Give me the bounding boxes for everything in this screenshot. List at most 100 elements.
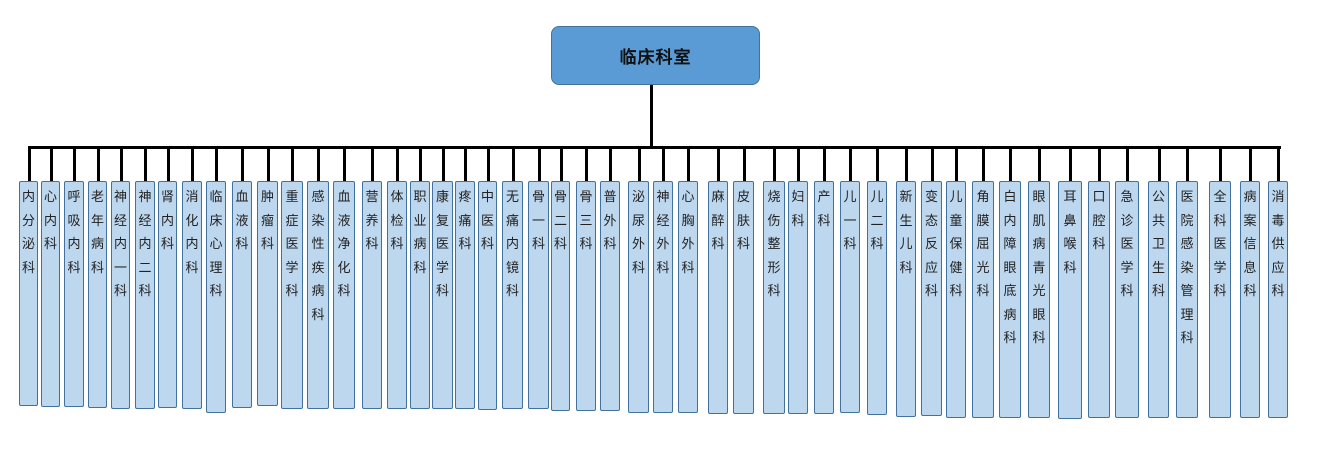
- connector-line: [743, 146, 746, 181]
- connector-line: [419, 146, 422, 181]
- department-label: 变态反应科: [924, 190, 938, 299]
- department-label: 耳鼻喉科: [1063, 190, 1077, 276]
- department-node[interactable]: 重症医学科: [281, 181, 303, 409]
- department-label: 麻醉科: [711, 190, 725, 252]
- connector-line: [797, 146, 800, 181]
- department-label: 儿一科: [843, 190, 857, 252]
- department-node[interactable]: 新生儿科: [896, 181, 916, 417]
- department-node[interactable]: 无痛内镜科: [502, 181, 523, 409]
- connector-line: [97, 146, 100, 181]
- department-label: 烧伤整形科: [767, 190, 781, 299]
- connector-line: [28, 146, 31, 181]
- department-node[interactable]: 体检科: [387, 181, 407, 409]
- connector-line: [464, 146, 467, 181]
- department-label: 肿瘤科: [260, 190, 274, 252]
- department-node[interactable]: 骨三科: [576, 181, 596, 411]
- department-node[interactable]: 眼肌病青光眼科: [1028, 181, 1050, 418]
- department-node[interactable]: 变态反应科: [921, 181, 942, 416]
- department-node[interactable]: 营养科: [362, 181, 382, 409]
- department-label: 医院感染管理科: [1180, 190, 1194, 346]
- connector-line: [120, 146, 123, 181]
- department-label: 呼吸内科: [67, 190, 81, 276]
- department-node[interactable]: 全科医学科: [1209, 181, 1231, 418]
- department-node[interactable]: 白内障眼底病科: [999, 181, 1021, 418]
- department-node[interactable]: 儿童保健科: [946, 181, 966, 418]
- department-label: 白内障眼底病科: [1003, 190, 1017, 346]
- department-node[interactable]: 神经内二科: [135, 181, 155, 409]
- department-label: 感染性疾病科: [311, 190, 325, 323]
- connector-line: [538, 146, 541, 181]
- department-label: 骨一科: [531, 190, 545, 252]
- department-node[interactable]: 神经外科: [653, 181, 673, 413]
- department-node[interactable]: 消化内科: [182, 181, 202, 409]
- department-node[interactable]: 感染性疾病科: [307, 181, 329, 409]
- connector-line: [1098, 146, 1101, 181]
- department-node[interactable]: 泌尿外科: [628, 181, 649, 413]
- department-node[interactable]: 病案信息科: [1240, 181, 1260, 418]
- connector-line: [560, 146, 563, 181]
- department-label: 内分泌科: [21, 190, 35, 276]
- department-node[interactable]: 呼吸内科: [64, 181, 84, 407]
- department-node[interactable]: 职业病科: [410, 181, 430, 409]
- department-label: 骨二科: [553, 190, 567, 252]
- connector-line: [687, 146, 690, 181]
- root-connector: [650, 85, 653, 148]
- department-node[interactable]: 皮肤科: [733, 181, 754, 414]
- department-node[interactable]: 妇科: [788, 181, 808, 414]
- root-node[interactable]: 临床科室: [551, 26, 760, 85]
- department-node[interactable]: 中医科: [478, 181, 497, 410]
- department-node[interactable]: 儿二科: [867, 181, 887, 415]
- connector-line: [167, 146, 170, 181]
- department-node[interactable]: 角膜屈光科: [972, 181, 994, 418]
- department-label: 血液科: [235, 190, 249, 252]
- department-node[interactable]: 心内科: [41, 181, 60, 407]
- department-label: 体检科: [390, 190, 404, 252]
- department-label: 消毒供应科: [1271, 190, 1285, 299]
- department-label: 重症医学科: [285, 190, 299, 299]
- connector-line: [291, 146, 294, 181]
- department-node[interactable]: 急诊医学科: [1115, 181, 1139, 418]
- department-node[interactable]: 神经内一科: [111, 181, 130, 409]
- department-node[interactable]: 骨一科: [528, 181, 549, 409]
- department-label: 神经内二科: [138, 190, 152, 299]
- connector-line: [905, 146, 908, 181]
- department-label: 角膜屈光科: [976, 190, 990, 299]
- department-label: 职业病科: [413, 190, 427, 276]
- department-node[interactable]: 疼痛科: [455, 181, 475, 409]
- department-node[interactable]: 血液科: [232, 181, 252, 408]
- connector-line: [931, 146, 934, 181]
- department-node[interactable]: 烧伤整形科: [763, 181, 785, 414]
- department-node[interactable]: 儿一科: [840, 181, 860, 413]
- connector-line: [215, 146, 218, 181]
- department-node[interactable]: 麻醉科: [708, 181, 728, 414]
- department-node[interactable]: 产科: [814, 181, 834, 414]
- department-label: 儿童保健科: [949, 190, 963, 299]
- department-node[interactable]: 康复医学科: [432, 181, 453, 409]
- department-node[interactable]: 肾内科: [158, 181, 177, 408]
- department-node[interactable]: 肿瘤科: [257, 181, 278, 406]
- root-label: 临床科室: [619, 48, 692, 68]
- department-label: 全科医学科: [1213, 190, 1227, 299]
- department-node[interactable]: 临床心理科: [206, 181, 226, 413]
- department-node[interactable]: 口腔科: [1088, 181, 1110, 418]
- department-label: 消化内科: [185, 190, 199, 276]
- department-label: 中医科: [480, 190, 494, 252]
- department-node[interactable]: 内分泌科: [19, 181, 38, 406]
- department-node[interactable]: 普外科: [600, 181, 620, 411]
- department-label: 急诊医学科: [1120, 190, 1134, 299]
- department-node[interactable]: 公共卫生科: [1148, 181, 1169, 418]
- department-node[interactable]: 老年病科: [88, 181, 107, 408]
- department-label: 临床心理科: [209, 190, 223, 299]
- department-label: 普外科: [603, 190, 617, 252]
- department-label: 心内科: [43, 190, 57, 252]
- department-node[interactable]: 耳鼻喉科: [1058, 181, 1082, 419]
- department-node[interactable]: 血液净化科: [333, 181, 355, 409]
- department-node[interactable]: 消毒供应科: [1268, 181, 1288, 418]
- department-label: 营养科: [365, 190, 379, 252]
- connector-line: [144, 146, 147, 181]
- department-node[interactable]: 骨二科: [551, 181, 570, 411]
- department-node[interactable]: 医院感染管理科: [1176, 181, 1198, 418]
- department-node[interactable]: 心胸外科: [678, 181, 698, 413]
- connector-line: [955, 146, 958, 181]
- department-label: 心胸外科: [681, 190, 695, 276]
